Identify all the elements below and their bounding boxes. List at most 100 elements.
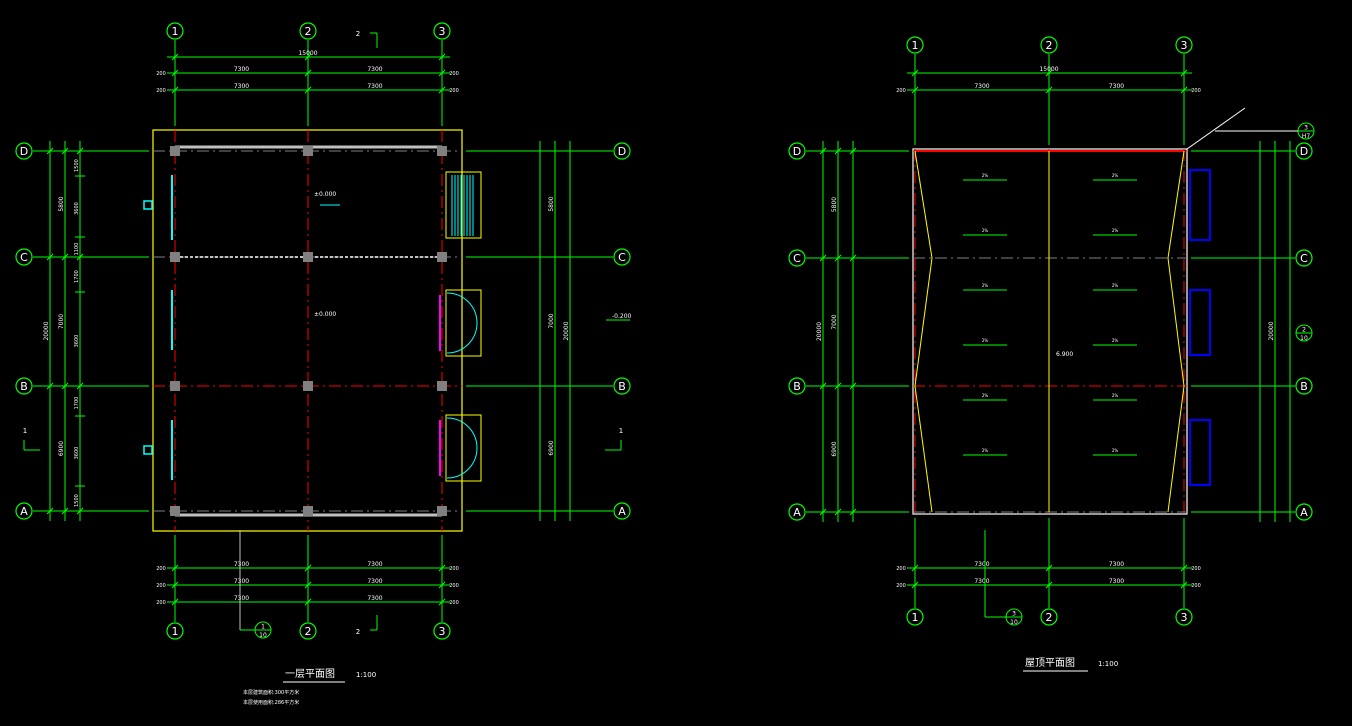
right-slope-label: 2% xyxy=(1112,173,1119,178)
right-dim-vbay: 6900 xyxy=(831,441,838,456)
right-detail-ref-3-num: 3 xyxy=(1304,125,1308,132)
right-dim-tick xyxy=(849,508,857,516)
right-dim-tick xyxy=(819,508,827,516)
right-dim-tick xyxy=(911,581,919,589)
left-dim-tick xyxy=(304,581,312,589)
left-dim-tick xyxy=(46,147,54,155)
left-dim-vsub: 3600 xyxy=(74,202,80,215)
left-dim-edge: 200 xyxy=(156,566,166,572)
left-bubble-left-1-circle xyxy=(15,248,33,266)
left-column xyxy=(303,506,313,516)
left-detail-ref-num: 1 xyxy=(261,624,265,631)
right-detail-ref-2-num: 2 xyxy=(1302,327,1306,334)
left-bubble-right-1-circle xyxy=(613,248,631,266)
right-gutter-slope-lines xyxy=(914,150,1185,513)
left-column xyxy=(437,252,447,262)
left-dim-vsub: 1100 xyxy=(74,243,80,256)
left-dim-tick xyxy=(171,53,179,61)
left-bubble-bottom-1-label: 2 xyxy=(305,625,312,638)
left-dim-tick xyxy=(61,507,69,515)
left-dim-vsub: 1500 xyxy=(74,494,80,507)
right-skylight xyxy=(1189,419,1211,486)
right-dim-edge: 200 xyxy=(1191,88,1201,94)
right-slope-label: 2% xyxy=(1112,393,1119,398)
left-bubble-top-1-label: 2 xyxy=(305,25,312,38)
right-slope-label: 2% xyxy=(1112,448,1119,453)
right-dim-total: 15000 xyxy=(1039,66,1058,73)
left-bubble-bottom-2-label: 3 xyxy=(439,625,446,638)
right-dim-tick xyxy=(834,254,842,262)
left-dim-tick xyxy=(438,53,446,61)
left-stair xyxy=(445,171,482,239)
right-dim-tick xyxy=(849,254,857,262)
right-bubble-right-1-label: C xyxy=(1300,252,1308,265)
left-dim-tick xyxy=(304,598,312,606)
left-dim-tick xyxy=(304,53,312,61)
right-bubble-left-2-label: B xyxy=(793,380,801,393)
left-dim-bay: 7300 xyxy=(367,578,382,585)
left-marker-icon xyxy=(143,445,153,455)
left-bubble-right-3-circle xyxy=(613,502,631,520)
right-bubble-left-1-circle xyxy=(788,249,806,267)
left-section-mark-side: 1 xyxy=(23,427,27,435)
right-dim-tick xyxy=(834,147,842,155)
right-dim-tick xyxy=(1180,86,1188,94)
left-dim-tick xyxy=(438,564,446,572)
left-dim-vbay-right: 6900 xyxy=(548,440,555,455)
left-plan-note-1: 本层建筑面积:300平方米 xyxy=(243,689,299,696)
left-bubble-left-3-circle xyxy=(15,502,33,520)
left-dim-edge: 200 xyxy=(449,88,459,94)
left-column xyxy=(303,381,313,391)
left-dim-tick xyxy=(46,382,54,390)
right-dim-bay: 7300 xyxy=(974,561,989,568)
left-marker-icon xyxy=(143,200,153,210)
left-door-frame xyxy=(445,289,482,357)
left-dim-tick xyxy=(171,598,179,606)
right-slope-label: 2% xyxy=(982,228,989,233)
right-bubble-left-1-label: C xyxy=(793,252,801,265)
left-column xyxy=(170,252,180,262)
right-dim-edge: 200 xyxy=(896,583,906,589)
right-bubble-top-2-circle xyxy=(1175,36,1193,54)
left-bubble-top-2-circle xyxy=(433,22,451,40)
right-dim-tick xyxy=(1045,86,1053,94)
left-section-mark-bottom: 2 xyxy=(356,628,360,636)
left-column xyxy=(437,146,447,156)
left-column xyxy=(170,381,180,391)
right-bubble-right-0-label: D xyxy=(1300,145,1308,158)
left-dim-edge: 200 xyxy=(449,600,459,606)
left-dim-tick xyxy=(61,382,69,390)
right-bubble-right-3-circle xyxy=(1295,503,1313,521)
left-dim-vbay-right: 7000 xyxy=(548,313,555,328)
left-dim-tick xyxy=(61,253,69,261)
left-column xyxy=(437,506,447,516)
right-dim-bay: 7300 xyxy=(1109,561,1124,568)
left-plan-scale: 1:100 xyxy=(356,671,376,679)
left-dim-tick xyxy=(61,147,69,155)
left-bubble-left-1-label: C xyxy=(20,251,28,264)
left-dim-tick xyxy=(304,564,312,572)
left-dim-edge: 200 xyxy=(156,71,166,77)
left-bubble-right-0-label: D xyxy=(618,145,626,158)
right-dim-edge: 200 xyxy=(1191,566,1201,572)
right-slope-label: 2% xyxy=(982,448,989,453)
left-dim-tick xyxy=(304,86,312,94)
right-detail-ref-sheet: 10 xyxy=(1010,619,1018,626)
right-bubble-bottom-1-circle xyxy=(1040,608,1058,626)
right-bubble-right-2-circle xyxy=(1295,377,1313,395)
left-column xyxy=(437,381,447,391)
left-dim-edge: 200 xyxy=(156,600,166,606)
left-bubble-top-0-label: 1 xyxy=(172,25,179,38)
left-dim-tick xyxy=(438,581,446,589)
right-bubble-bottom-0-label: 1 xyxy=(912,611,919,624)
left-bubble-right-2-label: B xyxy=(618,380,626,393)
right-dim-tick xyxy=(849,147,857,155)
left-dim-vsub: 1700 xyxy=(74,270,80,283)
right-skylight xyxy=(1189,289,1211,356)
right-bubble-left-0-circle xyxy=(788,142,806,160)
right-dim-tick xyxy=(1045,69,1053,77)
left-dim-vtotal: 20000 xyxy=(43,321,50,340)
right-plan-title: 屋顶平面图 xyxy=(1025,657,1075,669)
right-slope-label: 2% xyxy=(1112,283,1119,288)
